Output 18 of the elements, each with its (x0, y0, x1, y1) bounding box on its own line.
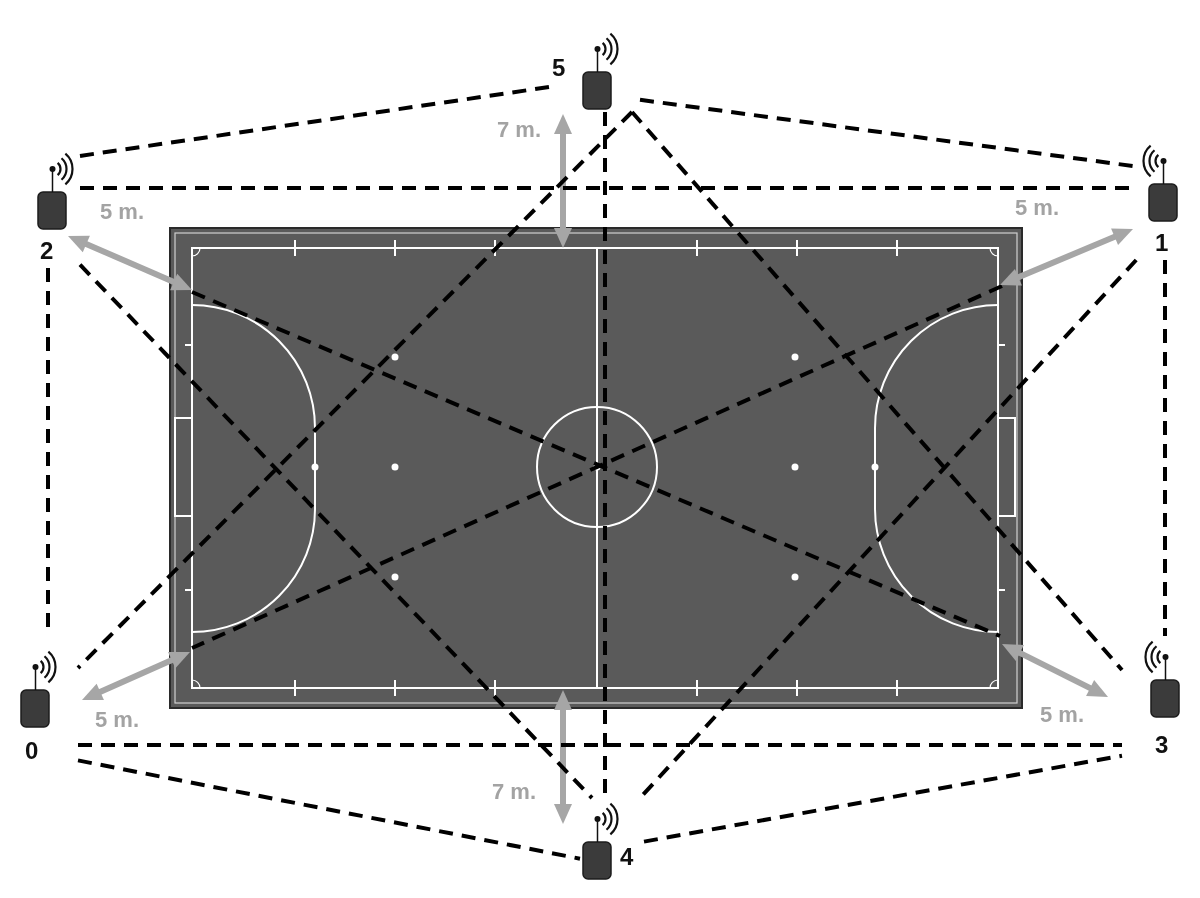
dashed-line (78, 743, 1122, 747)
sensor-number: 5 (552, 55, 566, 81)
dimension-label: 5 m. (95, 708, 140, 732)
dashed-line (1163, 260, 1167, 636)
dashed-line (639, 97, 1136, 169)
dimension-label: 5 m. (100, 200, 145, 224)
dashed-line (77, 758, 581, 861)
dimension-label: 5 m. (1040, 703, 1085, 727)
sensor-number: 0 (25, 738, 39, 764)
sensor-number: 4 (620, 844, 634, 870)
dimension-label: 5 m. (1015, 196, 1060, 220)
dimension-label: 7 m. (497, 118, 542, 142)
dashed-line (79, 84, 551, 158)
dashed-line (643, 753, 1123, 844)
sensor-number: 2 (40, 238, 54, 264)
sensor-number: 1 (1155, 230, 1169, 256)
sensor-number: 3 (1155, 732, 1169, 758)
dimension-label: 7 m. (492, 780, 537, 804)
